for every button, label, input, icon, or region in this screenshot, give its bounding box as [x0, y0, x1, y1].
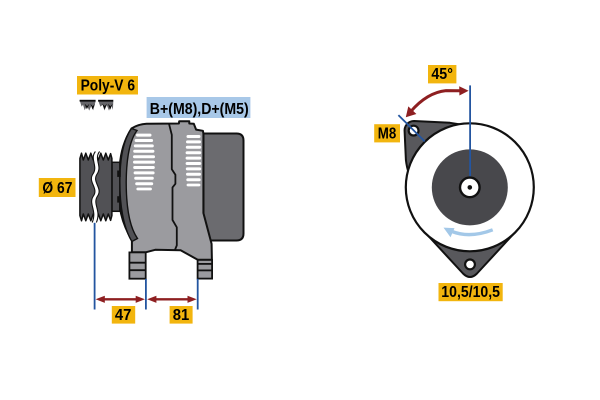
svg-text:M8: M8	[378, 125, 397, 142]
svg-text:81: 81	[173, 307, 190, 324]
svg-text:B+(M8),D+(M5): B+(M8),D+(M5)	[150, 101, 249, 118]
svg-text:Poly-V 6: Poly-V 6	[81, 78, 135, 95]
svg-text:10,5/10,5: 10,5/10,5	[441, 284, 500, 301]
svg-text:47: 47	[115, 307, 132, 324]
svg-text:Ø 67: Ø 67	[42, 180, 72, 197]
svg-text:45°: 45°	[431, 66, 453, 83]
